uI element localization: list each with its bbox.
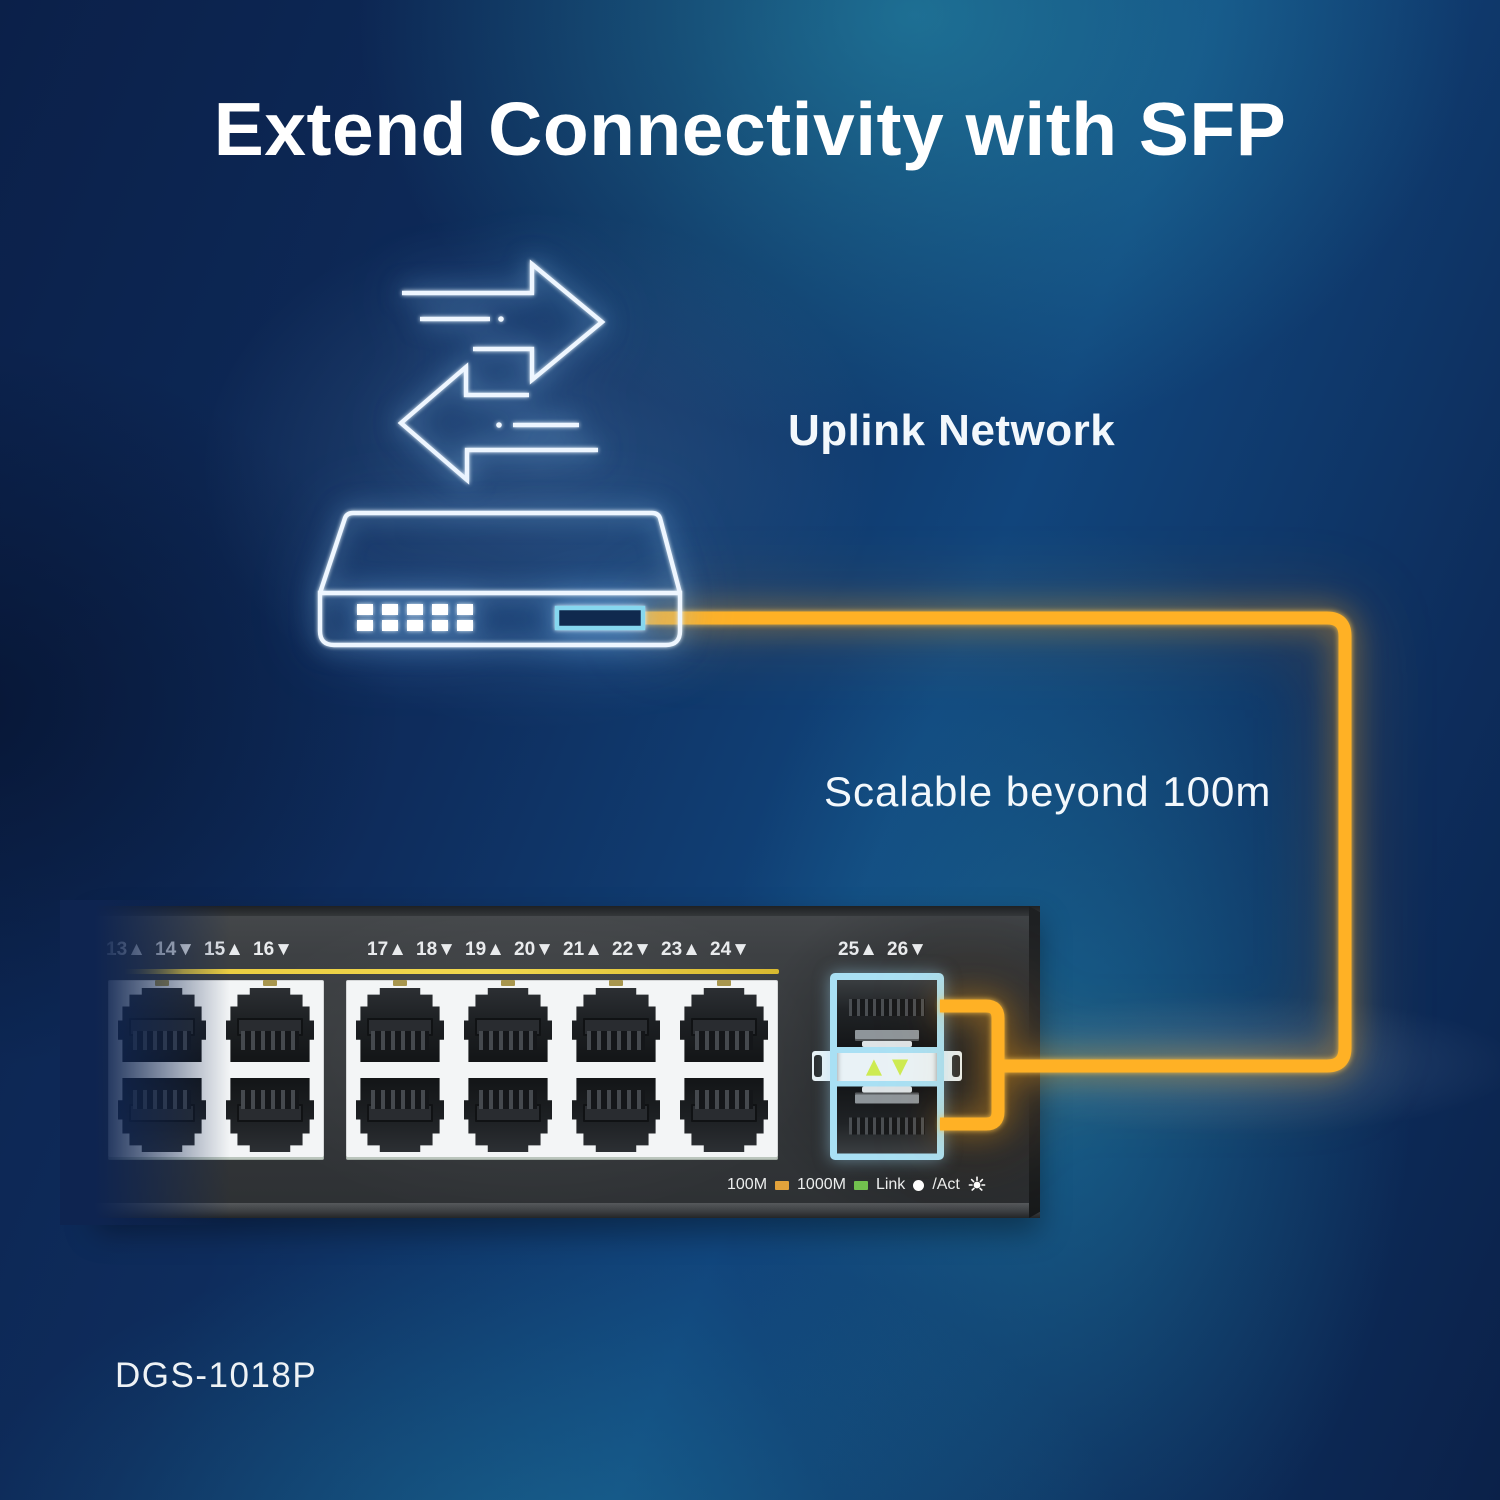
rj45-pins: [241, 1090, 299, 1109]
sfp-divider: [837, 1080, 937, 1087]
router-uplink-port: [554, 605, 646, 631]
sfp-down-triangle: ▼: [892, 1054, 909, 1078]
port-label: 18▼: [416, 939, 456, 960]
legend-1000m-label: 1000M: [797, 1176, 846, 1193]
sfp-cage-pins: [849, 998, 925, 1016]
port-label: 16▼: [253, 939, 293, 960]
link-led-swatch: [913, 1179, 925, 1191]
switch-bottom-edge: [95, 1203, 1040, 1218]
rj45-pins: [586, 1030, 646, 1051]
sfp-latch-tab: [862, 1040, 912, 1047]
port-label: 17▲: [367, 939, 407, 960]
rj45-pins: [371, 1090, 429, 1109]
rj45-jack-shape: [572, 1078, 660, 1152]
port-label: 26▼: [887, 939, 927, 960]
router-top-face: [317, 510, 683, 594]
router-led: [457, 604, 473, 615]
sfp-module-highlight: ▲ ▼: [830, 973, 944, 1160]
sfp-latch-tab: [862, 1086, 912, 1093]
rj45-port: [572, 1078, 660, 1152]
rj45-jack-shape: [356, 1078, 444, 1152]
arrow-right-outline: [402, 259, 606, 385]
rj45-jack-shape: [464, 1078, 552, 1152]
uplink-device-illustration: [317, 510, 683, 648]
router-led: [432, 604, 448, 615]
port-label: 22▼: [612, 939, 652, 960]
activity-blink-icon: [968, 1176, 986, 1191]
arrow-left-speeddot: [496, 422, 502, 428]
router-led: [457, 620, 473, 631]
rj45-pins: [694, 1030, 754, 1051]
rj45-jack-shape: [680, 988, 768, 1062]
sfp-cage-port-26: [837, 1086, 937, 1153]
rj45-port: [680, 980, 768, 1062]
rj45-port: [572, 980, 660, 1062]
poe-group-underline: [124, 969, 779, 974]
rj45-pins: [478, 1030, 538, 1051]
rj45-pins: [370, 1030, 430, 1051]
router-led: [407, 604, 423, 615]
port-label: 25▲: [838, 939, 878, 960]
sfp-connector-bar: [855, 1094, 919, 1104]
switch-left-fade: [60, 900, 230, 1225]
router-led: [407, 620, 423, 631]
sfp-port-labels: 25▲ 26▼: [836, 939, 929, 961]
sfp-cage-pins: [849, 1117, 925, 1135]
router-led: [382, 620, 398, 631]
speed-1000m-swatch: [853, 1180, 868, 1190]
rj45-row-bottom: [356, 1078, 768, 1152]
port-label: 19▲: [465, 939, 505, 960]
switch-top-edge: [95, 906, 1040, 916]
rj45-port-block-17-24: [346, 980, 778, 1160]
arrow-right-speeddot: [498, 316, 504, 322]
rj45-port: [464, 1078, 552, 1152]
router-led: [432, 620, 448, 631]
rj45-jack-shape: [572, 988, 660, 1062]
port-label: 20▼: [514, 939, 554, 960]
rj45-pins: [240, 1030, 300, 1051]
speed-100m-swatch: [775, 1180, 790, 1190]
model-number-label: DGS-1018P: [115, 1356, 318, 1395]
rj45-pins: [479, 1090, 537, 1109]
rj45-pins: [587, 1090, 645, 1109]
rj45-port: [680, 1078, 768, 1152]
rj45-jack-shape: [226, 988, 314, 1062]
sfp-connector-bar: [855, 1029, 919, 1039]
port-labels-group-2: 17▲ 18▼ 19▲ 20▼ 21▲ 22▼ 23▲ 24▼: [365, 939, 752, 961]
port-label: 21▲: [563, 939, 603, 960]
rj45-pins: [695, 1090, 753, 1109]
port-label: 23▲: [661, 939, 701, 960]
legend-100m-label: 100M: [727, 1176, 768, 1193]
rj45-jack-shape: [356, 988, 444, 1062]
rj45-port: [226, 980, 314, 1062]
router-led: [357, 604, 373, 615]
sfp-up-triangle: ▲: [865, 1054, 882, 1078]
legend-link-label: Link: [875, 1176, 906, 1193]
uplink-network-label: Uplink Network: [788, 406, 1116, 455]
sfp-cage-port-25: [837, 980, 937, 1047]
scalable-distance-label: Scalable beyond 100m: [824, 768, 1272, 815]
rj45-row-top: [356, 980, 768, 1062]
arrow-left-outline: [397, 362, 598, 485]
rj45-port: [356, 980, 444, 1062]
router-led: [357, 620, 373, 631]
page-title: Extend Connectivity with SFP: [213, 87, 1287, 171]
legend-act-label: /Act: [932, 1176, 960, 1193]
switch-right-bevel: [1029, 906, 1040, 1218]
port-label: 24▼: [710, 939, 750, 960]
rj45-port: [226, 1078, 314, 1152]
router-led: [382, 604, 398, 615]
rj45-jack-shape: [226, 1078, 314, 1152]
rj45-jack-shape: [680, 1078, 768, 1152]
rj45-port: [464, 980, 552, 1062]
rj45-port: [356, 1078, 444, 1152]
led-legend: 100M 1000M Link /Act: [727, 1176, 986, 1194]
rj45-jack-shape: [464, 988, 552, 1062]
sfp-indicator-strip: ▲ ▼: [837, 1053, 937, 1081]
data-transfer-arrows-icon: [397, 259, 606, 485]
